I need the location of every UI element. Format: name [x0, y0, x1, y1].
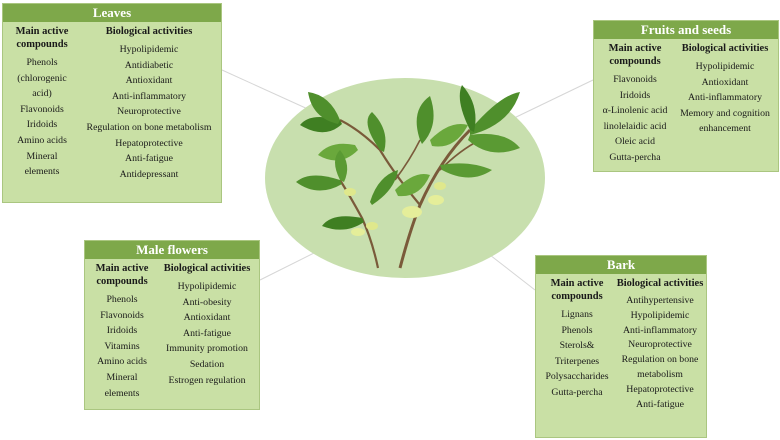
list-item: Antioxidant — [183, 312, 231, 324]
list-item: Antioxidant — [125, 75, 173, 87]
activities-header: Biological activities — [616, 278, 704, 289]
list-item: Iridoids — [26, 119, 58, 131]
list-item: acid) — [32, 88, 52, 100]
list-item: Hypolipidemic — [695, 61, 755, 72]
panel-title: Fruits and seeds — [594, 21, 778, 39]
fruits-seeds-panel: Fruits and seeds Main active compounds F… — [593, 20, 779, 172]
list-item: Flavonoids — [20, 103, 64, 115]
list-item: Vitamins — [104, 340, 140, 352]
activities-header: Biological activities — [681, 43, 769, 54]
list-item: Gutta-percha — [609, 151, 661, 163]
activities-header: Biological activities — [163, 263, 251, 274]
list-item: Anti-inflammatory — [687, 92, 762, 104]
plant-branch-icon — [296, 85, 520, 269]
list-item: Anti-fatigue — [183, 327, 231, 339]
list-item: Hepatoprotective — [626, 383, 694, 395]
list-item: Sedation — [189, 358, 225, 370]
male-flowers-panel: Male flowers Main active compounds Pheno… — [84, 240, 260, 410]
leaves-panel: Leaves Main active compounds Phenols (chl… — [2, 3, 222, 203]
list-item: Hepatoprotective — [115, 137, 183, 149]
list-item: Anti-fatigue — [636, 398, 684, 410]
list-item: Phenols — [561, 324, 593, 336]
list-item: Memory and cognition — [680, 107, 770, 119]
list-item: Hypolipidemic — [119, 44, 179, 55]
activities-header: Biological activities — [105, 26, 193, 37]
list-item: Anti-inflammatory — [111, 90, 186, 102]
list-item: Oleic acid — [615, 136, 655, 148]
list-item: Antihypertensive — [626, 295, 694, 306]
list-item: Sterols& — [559, 340, 595, 352]
list-item: α-Linolenic acid — [602, 105, 668, 117]
list-item: Antidepressant — [119, 168, 179, 180]
panel-title: Bark — [536, 256, 706, 274]
list-item: Anti-fatigue — [125, 153, 173, 165]
list-item: Iridoids — [106, 325, 138, 337]
list-item: Regulation on bone — [621, 354, 699, 366]
list-item: Phenols — [106, 294, 138, 305]
list-item: Hypolipidemic — [630, 309, 690, 321]
list-item: Mineral — [106, 371, 138, 383]
connector-leaves — [221, 69, 311, 111]
compounds-column: Main active compounds Phenols (chlorogeni… — [5, 25, 79, 182]
compounds-header: Main active compounds — [15, 26, 69, 50]
list-item: Antioxidant — [701, 76, 749, 88]
list-item: (chlorogenic — [17, 72, 67, 84]
connector-bark — [489, 254, 536, 291]
list-item: Amino acids — [97, 356, 147, 368]
compounds-header: Main active compounds — [608, 43, 662, 67]
list-item: linolelaidic acid — [603, 120, 667, 132]
list-item: metabolism — [637, 368, 683, 380]
list-item: enhancement — [699, 123, 751, 135]
list-item: Phenols — [26, 57, 58, 68]
list-item: elements — [104, 387, 140, 399]
list-item: Flavonoids — [100, 309, 144, 321]
list-item: Flavonoids — [613, 74, 657, 85]
list-item: Polysaccharides — [545, 371, 609, 383]
list-item: Regulation on bone metabolism — [86, 121, 212, 133]
list-item: Neuroprotective — [117, 106, 181, 118]
list-item: Immunity promotion — [166, 343, 248, 355]
list-item: Triterpenes — [554, 355, 600, 367]
list-item: Anti-inflammatory — [622, 324, 697, 336]
list-item: Gutta-percha — [551, 386, 603, 398]
compounds-header: Main active compounds — [550, 278, 604, 302]
list-item: Neuroprotective — [628, 339, 692, 351]
list-item: Mineral — [26, 150, 58, 162]
list-item: Amino acids — [17, 134, 67, 146]
list-item: elements — [24, 166, 60, 178]
list-item: Anti-obesity — [182, 296, 232, 308]
panel-title: Male flowers — [85, 241, 259, 259]
compounds-header: Main active compounds — [95, 263, 149, 287]
list-item: Iridoids — [619, 89, 651, 101]
list-item: Lignans — [561, 309, 593, 320]
list-item: Estrogen regulation — [168, 374, 246, 386]
list-item: Antidiabetic — [124, 59, 174, 71]
list-item: Hypolipidemic — [177, 281, 237, 292]
connector-fruits — [509, 79, 594, 121]
panel-title: Leaves — [3, 4, 221, 22]
